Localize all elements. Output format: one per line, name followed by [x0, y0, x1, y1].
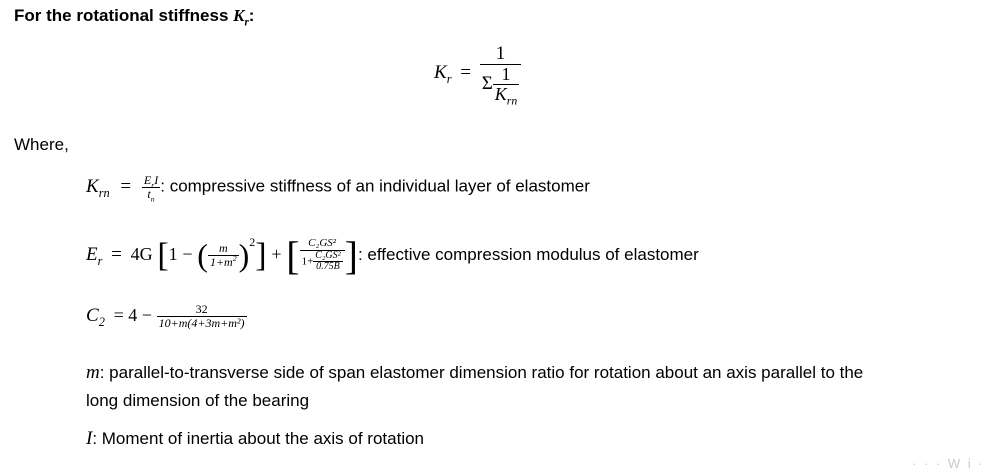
heading-symbol: Kr: [233, 6, 249, 29]
krn-description: : compressive stiffness of an individual…: [160, 176, 590, 196]
where-label: Where,: [14, 135, 69, 154]
krn-fraction: ErI tn: [141, 173, 161, 203]
c2-definition: C2 = 4 − 32 10+m(4+3m+m²): [86, 302, 247, 330]
main-formula-lhs: Kr: [434, 62, 452, 87]
i-definition: I: Moment of inertia about the axis of r…: [86, 428, 425, 449]
c2-fraction: 32 10+m(4+3m+m²): [156, 302, 247, 330]
m-definition: m: parallel-to-transverse side of span e…: [86, 362, 864, 410]
watermark: · · · W i · · ·: [912, 456, 990, 471]
section-heading: For the rotational stiffness Kr:: [14, 6, 255, 29]
er-description: : effective compression modulus of elast…: [357, 244, 699, 264]
heading-text: For the rotational stiffness: [14, 6, 234, 25]
krn-definition: Krn = ErI tn : compressive stiffness of …: [86, 173, 590, 203]
